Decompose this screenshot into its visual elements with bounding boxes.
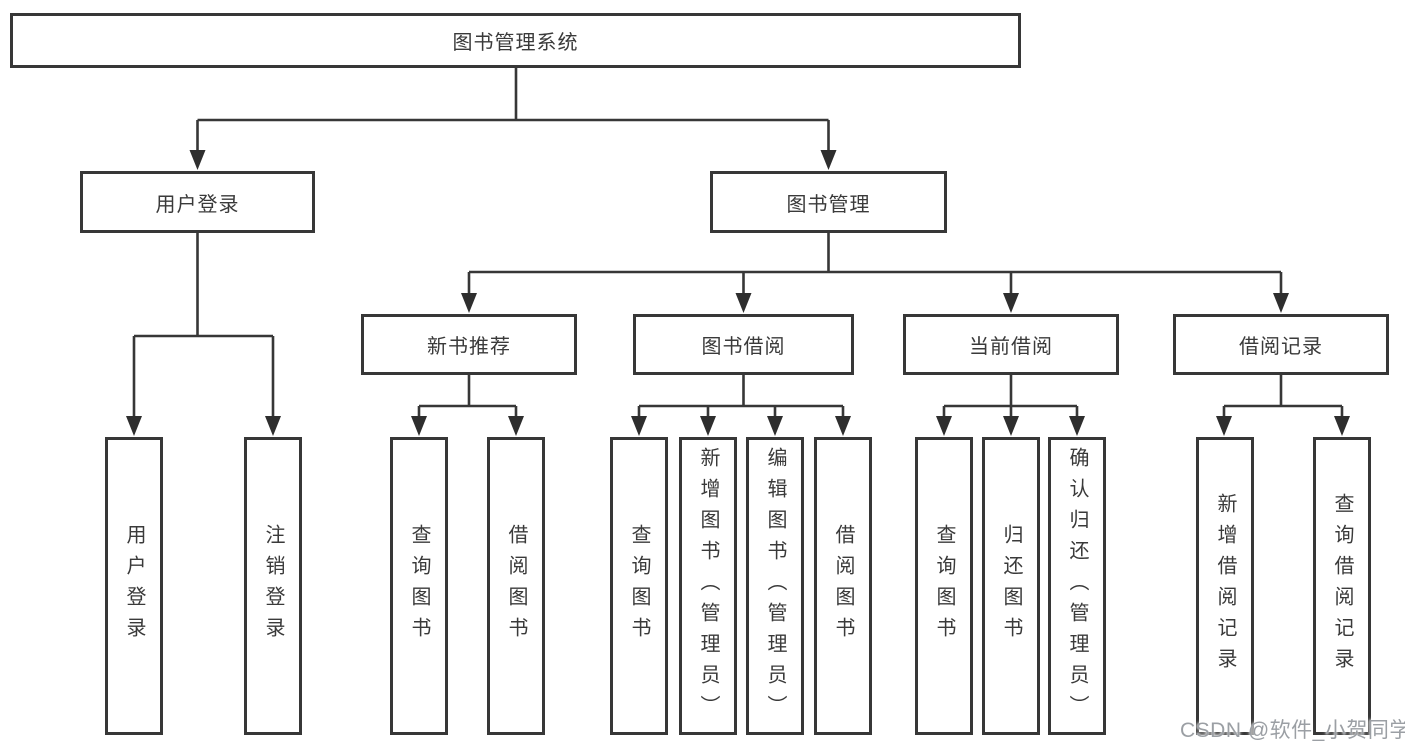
node-current-borrow: 当前借阅 xyxy=(903,314,1119,375)
node-user-login-label: 用户登录 xyxy=(155,193,240,216)
node-leaf-add-borrow-record-label: 新增借阅记录 xyxy=(1214,493,1236,679)
node-root: 图书管理系统 xyxy=(10,13,1021,68)
node-leaf-add-book-admin-label: 新增图书（管理员） xyxy=(697,446,719,726)
node-borrow-records: 借阅记录 xyxy=(1173,314,1389,375)
node-new-book-recommend-label: 新书推荐 xyxy=(427,336,511,358)
node-user-login: 用户登录 xyxy=(80,171,315,233)
node-leaf-logout-label: 注销登录 xyxy=(262,524,284,648)
node-leaf-query-books-current: 查询图书 xyxy=(915,437,973,735)
node-leaf-query-borrow-record: 查询借阅记录 xyxy=(1313,437,1371,735)
node-book-management-label: 图书管理 xyxy=(786,193,871,216)
node-leaf-query-books-recommend: 查询图书 xyxy=(390,437,448,735)
node-leaf-user-login: 用户登录 xyxy=(105,437,163,735)
node-leaf-add-borrow-record: 新增借阅记录 xyxy=(1196,437,1254,735)
node-leaf-query-books-borrow-label: 查询图书 xyxy=(628,524,650,648)
node-leaf-confirm-return-admin-label: 确认归还（管理员） xyxy=(1066,446,1088,726)
node-borrow-records-label: 借阅记录 xyxy=(1239,336,1323,358)
node-current-borrow-label: 当前借阅 xyxy=(969,336,1053,358)
node-leaf-borrow-books-recommend-label: 借阅图书 xyxy=(505,524,527,648)
node-leaf-return-books: 归还图书 xyxy=(982,437,1040,735)
node-root-label: 图书管理系统 xyxy=(452,32,579,54)
node-leaf-return-books-label: 归还图书 xyxy=(1000,524,1022,648)
node-leaf-query-books-current-label: 查询图书 xyxy=(933,524,955,648)
node-book-borrow: 图书借阅 xyxy=(633,314,854,375)
node-leaf-borrow-books-label: 借阅图书 xyxy=(832,524,854,648)
node-leaf-logout: 注销登录 xyxy=(244,437,302,735)
node-new-book-recommend: 新书推荐 xyxy=(361,314,577,375)
node-leaf-query-books-borrow: 查询图书 xyxy=(610,437,668,735)
node-leaf-edit-book-admin-label: 编辑图书（管理员） xyxy=(764,446,786,726)
node-leaf-confirm-return-admin: 确认归还（管理员） xyxy=(1048,437,1106,735)
node-leaf-borrow-books: 借阅图书 xyxy=(814,437,872,735)
node-book-management: 图书管理 xyxy=(710,171,947,233)
node-leaf-query-books-recommend-label: 查询图书 xyxy=(408,524,430,648)
connector-lines xyxy=(132,68,1344,418)
node-leaf-edit-book-admin: 编辑图书（管理员） xyxy=(746,437,804,735)
arrowhead-icons xyxy=(126,150,1350,436)
node-book-borrow-label: 图书借阅 xyxy=(701,336,786,358)
node-leaf-borrow-books-recommend: 借阅图书 xyxy=(487,437,545,735)
node-leaf-add-book-admin: 新增图书（管理员） xyxy=(679,437,737,735)
node-leaf-user-login-label: 用户登录 xyxy=(123,524,145,648)
node-leaf-query-borrow-record-label: 查询借阅记录 xyxy=(1331,493,1353,679)
csdn-watermark: CSDN @软件_小贺同学 xyxy=(1180,719,1405,742)
